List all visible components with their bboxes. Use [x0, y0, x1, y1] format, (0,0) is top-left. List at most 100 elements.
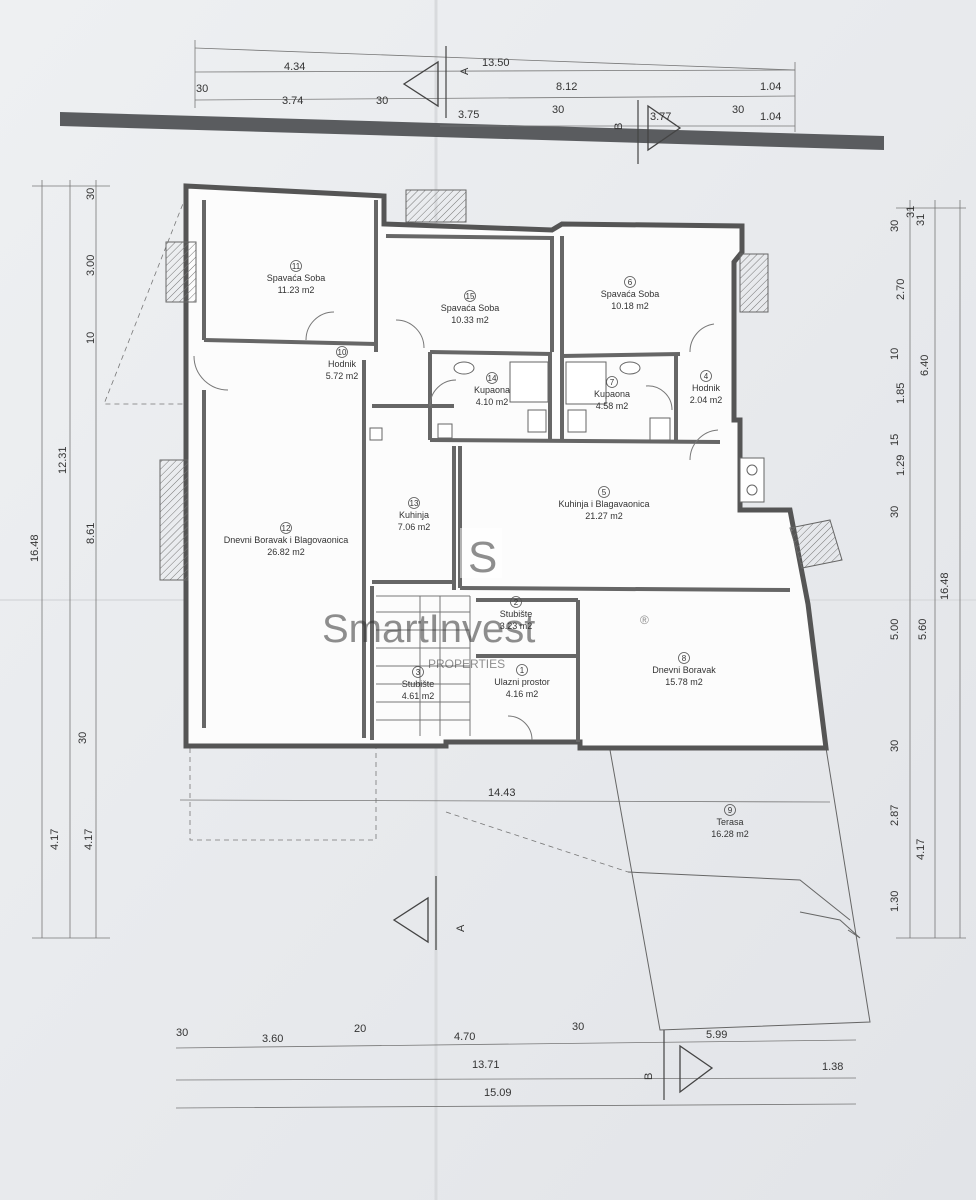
watermark-sub: PROPERTIES — [428, 657, 505, 671]
dim-label: 30 — [77, 732, 89, 744]
section-label: A — [455, 924, 467, 932]
room-area: 4.10 m2 — [476, 397, 509, 407]
section-band — [60, 112, 884, 150]
room-name: Dnevni Boravak i Blagovaonica — [224, 535, 349, 545]
dim-label: 4.17 — [83, 829, 95, 850]
room-number-circle — [412, 666, 424, 678]
section-label: B — [643, 1073, 655, 1080]
section-label: A — [459, 67, 471, 75]
room-area: 15.78 m2 — [665, 677, 703, 687]
room-name: Stubište — [402, 679, 435, 689]
left-dimension-lines — [32, 180, 110, 939]
dim-label: 2.70 — [895, 279, 907, 300]
section-marker-b-bottom — [679, 1044, 714, 1094]
room-number: 9 — [728, 806, 733, 815]
dim-label: 5.99 — [706, 1029, 727, 1041]
dim-label: 1.04 — [760, 111, 781, 123]
dim-label: 30 — [889, 740, 901, 752]
terrace-outline — [609, 747, 871, 1031]
balcony-grates — [159, 189, 843, 581]
dim-label: 30 — [176, 1027, 188, 1039]
dim-label: 4.34 — [284, 61, 305, 73]
dim-label: 1.04 — [760, 81, 781, 93]
room-number: 5 — [602, 488, 607, 497]
dim-label: 4.70 — [454, 1031, 475, 1043]
room-number: 7 — [610, 378, 615, 387]
room-number: 4 — [704, 372, 709, 381]
room-name: Dnevni Boravak — [652, 665, 716, 675]
section-marker-a-top — [402, 60, 439, 108]
room-number-circle — [700, 370, 712, 382]
room-name: Hodnik — [328, 359, 357, 369]
room-area: 10.18 m2 — [611, 301, 649, 311]
dim-label: 30 — [572, 1021, 584, 1033]
room-number: 2 — [514, 598, 519, 607]
bathroom-fixtures — [369, 361, 765, 503]
dim-label: 10 — [889, 348, 901, 360]
room-name: Ulazni prostor — [494, 677, 550, 687]
section-label: B — [613, 123, 625, 130]
room-number-circle — [408, 497, 420, 509]
room-name: Kuhinja — [399, 510, 429, 520]
dim-label: 20 — [354, 1023, 366, 1035]
room-area: 4.16 m2 — [506, 689, 539, 699]
room-number: 13 — [410, 499, 419, 508]
room-number-circle — [624, 276, 636, 288]
right-dimension-lines — [896, 200, 966, 939]
room-name: Terasa — [716, 817, 743, 827]
dim-label: 16.48 — [29, 534, 41, 562]
dim-label: 10 — [85, 332, 97, 344]
dim-label: 15.09 — [484, 1087, 512, 1099]
room-area: 26.82 m2 — [267, 547, 305, 557]
room-name: Kuhinja i Blagavaonica — [558, 499, 649, 509]
room-number-circle — [336, 346, 348, 358]
room-name: Kupaona — [594, 389, 630, 399]
dim-label: 3.60 — [262, 1033, 283, 1045]
dim-label: 8.12 — [556, 81, 577, 93]
dim-label: 1.85 — [895, 383, 907, 404]
room-number-circle — [290, 260, 302, 272]
dim-label: 30 — [732, 104, 744, 116]
watermark: S SmartInvest ® PROPERTIES — [322, 528, 649, 671]
dim-label: 1.30 — [889, 891, 901, 912]
room-number-circle — [280, 522, 292, 534]
dim-label: 30 — [196, 83, 208, 95]
dim-label: 13.50 — [482, 57, 510, 69]
interior-walls — [202, 200, 791, 742]
dim-label: 16.48 — [939, 572, 951, 600]
dim-label: 5.00 — [889, 619, 901, 640]
dim-label: 8.61 — [85, 523, 97, 544]
dim-label: 31 — [905, 206, 917, 218]
dim-label: 2.87 — [889, 805, 901, 826]
section-marker-b-top — [647, 104, 682, 152]
room-number: 3 — [416, 668, 421, 677]
dim-label: 3.74 — [282, 95, 303, 107]
room-name: Spavaća Soba — [441, 303, 500, 313]
watermark-brand: SmartInvest — [322, 607, 535, 651]
dim-label: 4.17 — [49, 829, 61, 850]
room-number: 1 — [520, 666, 525, 675]
room-area: 21.27 m2 — [585, 511, 623, 521]
room-number-circle — [724, 804, 736, 816]
room-number-circle — [464, 290, 476, 302]
dim-label: 12.31 — [57, 446, 69, 474]
room-area: 11.23 m2 — [278, 285, 315, 295]
room-number-circle — [486, 372, 498, 384]
room-name: Spavaća Soba — [601, 289, 660, 299]
dim-label: 1.29 — [895, 455, 907, 476]
section-marker-a-bottom — [392, 896, 429, 944]
room-number: 11 — [292, 262, 301, 271]
stairs — [376, 595, 471, 736]
room-area: 3.23 m2 — [500, 621, 533, 631]
dim-label: 3.75 — [458, 109, 479, 121]
dim-label: 3.00 — [85, 255, 97, 276]
room-number-circle — [606, 376, 618, 388]
